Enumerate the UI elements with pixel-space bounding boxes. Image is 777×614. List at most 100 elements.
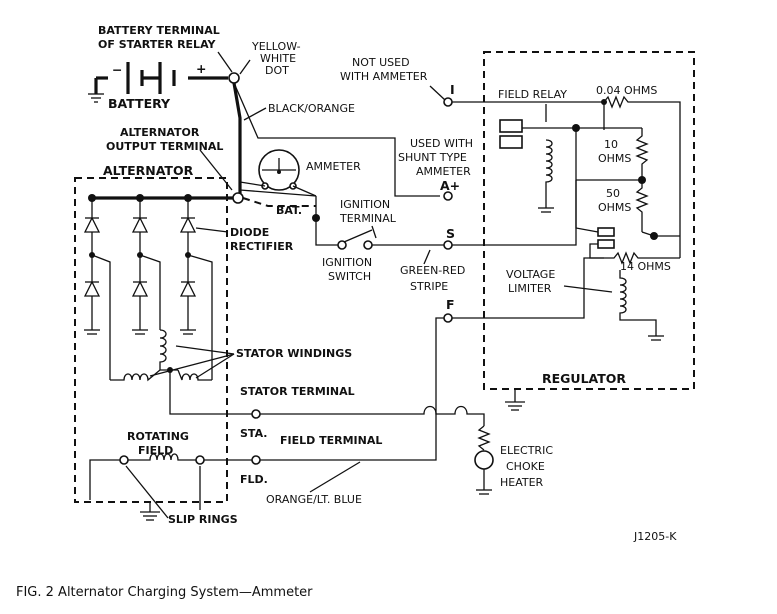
battery-terminal-leader [217,51,233,73]
regulator-label: REGULATOR [542,371,626,386]
battery-terminal-label-2: OF STARTER RELAY [98,38,217,51]
voltage-limiter-label-2: LIMITER [508,282,552,295]
ignition-terminal-leader [371,225,377,239]
resistor-14-ohms [604,251,680,265]
ohms-10-label-1: 10 [604,138,618,151]
not-used-label-1: NOT USED [352,56,410,69]
orange-lt-blue-leader [309,461,361,493]
black-orange-label: BLACK/ORANGE [268,102,355,115]
ohms-50-label-1: 50 [606,187,620,200]
used-with-label-2: SHUNT TYPE [398,151,467,164]
ammeter-left-lead [239,181,266,187]
terminal-i [443,97,453,107]
resistor-50-ohms [635,180,649,232]
sta-label: STA. [240,427,267,440]
yellow-white-dot-label-2: WHITE [260,52,296,65]
field-relay-label: FIELD RELAY [498,88,567,101]
voltage-limiter-leader [563,285,613,293]
ohms-50-label-2: OHMS [598,201,631,214]
ignition-switch-contact-2 [363,240,373,250]
terminal-a-plus [443,191,453,201]
rotating-field-label-1: ROTATING [127,430,189,443]
ohms-10-label-2: OHMS [598,152,631,165]
diode-label-2: RECTIFIER [230,240,294,253]
ignition-switch-lever [343,229,373,243]
alternator-housing [74,177,228,503]
field-relay [499,119,580,213]
field-terminal [251,455,261,465]
ammeter-label: AMMETER [306,160,361,173]
phase-b-wire [139,254,161,330]
electric-choke-label-3: HEATER [500,476,544,489]
green-red-label-1: GREEN-RED [400,264,465,277]
terminal-i-label: I [450,82,455,97]
yellow-white-leader [239,59,251,75]
electric-choke-heater [474,425,494,495]
terminal-s [443,240,453,250]
stator-leader-3 [149,353,235,377]
alternator-output-label-2: OUTPUT TERMINAL [106,140,223,153]
orange-lt-blue-label: ORANGE/LT. BLUE [266,493,362,506]
diode-label-1: DIODE [230,226,269,239]
stator-leader-1 [175,345,235,355]
alternator-charging-diagram: − + BATTERY BATTERY TERMINAL OF STARTER … [74,24,695,543]
phase-a-wire [91,254,111,380]
stator-windings-label: STATOR WINDINGS [236,347,352,360]
battery-label: BATTERY [108,96,171,111]
stator-terminal [251,409,261,419]
stator-to-choke-wire [260,405,485,426]
not-used-label-2: WITH AMMETER [340,70,428,83]
terminal-f-label: F [446,297,455,312]
stator-wire [169,370,252,415]
slip-rings-leader-1 [125,465,169,519]
voltage-limiter-coil [619,270,657,336]
ignition-switch-label-2: SWITCH [328,270,371,283]
yellow-white-dot-label-1: YELLOW- [251,40,301,53]
diode-leader [195,227,229,233]
voltage-limiter-label-1: VOLTAGE [506,268,555,281]
ohms-14-label: 14 OHMS [620,260,671,273]
terminal-a-plus-label: A+ [440,178,460,193]
figure-code: J1205-K [633,530,677,543]
slip-rings-label: SLIP RINGS [168,513,238,526]
ammeter-right-lead [292,185,317,197]
resistor-50-bottom-wire [641,231,680,237]
bat-solid-lead [239,189,317,197]
battery-minus-sign: − [112,62,122,77]
green-red-label-2: STRIPE [410,280,448,293]
stator-leader-2 [195,353,235,379]
used-with-label-1: USED WITH [410,137,473,150]
resistor-10-ohms [635,128,649,180]
resistor-004-ohms [603,95,681,258]
phase-c-wire [187,254,213,380]
ignition-terminal-label-2: TERMINAL [339,212,397,225]
terminal-f [443,313,453,323]
electric-choke-label-1: ELECTRIC [500,444,553,457]
battery-to-a-plus-wire [233,82,440,197]
bat-label: BAT. [276,204,302,217]
voltage-limiter-contacts [575,179,642,259]
not-used-leader [429,85,446,101]
black-orange-wire [232,82,242,198]
stator-terminal-label: STATOR TERMINAL [240,385,355,398]
battery-plus-sign: + [196,61,206,76]
regulator-housing [483,51,695,390]
electric-choke-label-2: CHOKE [506,460,545,473]
figure-caption: FIG. 2 Alternator Charging System—Ammete… [16,585,313,600]
fld-label: FLD. [240,473,268,486]
bat-to-ignition-wire [315,196,338,246]
used-with-label-3: AMMETER [416,165,471,178]
alternator-output-terminal [232,192,244,204]
rotating-field [89,453,252,500]
diode-rectifier [83,198,197,335]
ignition-terminal-label-1: IGNITION [340,198,390,211]
field-terminal-label: FIELD TERMINAL [280,434,382,447]
ignition-switch-label-1: IGNITION [322,256,372,269]
black-orange-leader [243,107,267,121]
field-wire [260,317,444,461]
ignition-switch-contact-1 [337,240,347,250]
bat-dashed-lead [242,197,316,207]
ohms-004-label: 0.04 OHMS [596,84,657,97]
alternator-output-label-1: ALTERNATOR [120,126,200,139]
alternator-label: ALTERNATOR [103,163,194,178]
